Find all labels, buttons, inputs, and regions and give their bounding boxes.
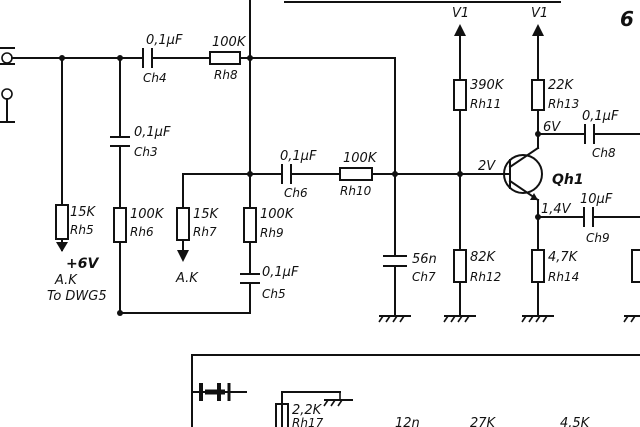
- ch9-ref: Ch9: [586, 231, 610, 245]
- page-number: 6: [620, 7, 634, 31]
- rh5-value: 15K: [70, 205, 97, 220]
- ak-left-label: A.K: [54, 273, 78, 288]
- resistor-rh14: [531, 249, 545, 283]
- rh9-ref: Rh9: [260, 226, 284, 240]
- emitter-voltage: 1,4V: [541, 202, 572, 217]
- rh6-value: 100K: [130, 207, 165, 222]
- qh1-ref: Qh1: [552, 172, 584, 188]
- rh8-ref: Rh8: [214, 68, 238, 82]
- junction-dot: [117, 310, 123, 316]
- rh5-ref: Rh5: [70, 223, 94, 237]
- resistor-rh17: [275, 403, 289, 427]
- ch7-ref: Ch7: [412, 270, 436, 284]
- rh5-voltage-note: +6V: [66, 256, 99, 272]
- rh11-ref: Rh11: [470, 97, 501, 111]
- rh6-ref: Rh6: [130, 225, 154, 239]
- capacitor-ch7: [383, 255, 407, 267]
- supply-arrow-icon: [532, 24, 544, 81]
- to-dwg-label: To DWG5: [47, 289, 107, 304]
- arrow-icon: [56, 242, 68, 252]
- bottom-partial-label: 27K: [470, 416, 497, 427]
- rh7-value: 15K: [193, 207, 220, 222]
- ch6-ref: Ch6: [284, 186, 308, 200]
- rh17-ref: Rh17: [292, 416, 324, 427]
- ground-icon: [443, 315, 476, 323]
- rh7-ref: Rh7: [193, 225, 217, 239]
- resistor-rh7: [176, 207, 190, 241]
- rh17-value: 2,2K: [292, 403, 323, 418]
- resistor-rh8: [209, 51, 241, 65]
- rh13-ref: Rh13: [548, 97, 579, 111]
- capacitor-ch8: [584, 124, 595, 144]
- capacitor-ch5: [240, 273, 260, 284]
- supply-v1-left: V1: [452, 6, 469, 21]
- capacitor-ch3: [110, 136, 130, 147]
- ground-icon: [378, 315, 411, 323]
- ch5-value: 0,1µF: [262, 265, 299, 280]
- ground-icon: [521, 315, 554, 323]
- ch5-ref: Ch5: [262, 287, 286, 301]
- bottom-partial-label: 4,5K: [560, 416, 591, 427]
- resistor-rh6: [113, 207, 127, 243]
- capacitor-ch6: [281, 164, 292, 184]
- collector-voltage: 6V: [543, 120, 561, 135]
- ak-mid-label: A.K: [175, 271, 199, 286]
- resistor-rh13: [531, 79, 545, 111]
- ch4-ref: Ch4: [143, 71, 167, 85]
- transistor-qh1: [503, 146, 543, 202]
- ch9-value: 10µF: [580, 192, 613, 207]
- resistor-rh11: [453, 79, 467, 111]
- ch3-ref: Ch3: [134, 145, 158, 159]
- rh9-value: 100K: [260, 207, 295, 222]
- resistor-partial-right: [631, 249, 640, 283]
- ch4-value: 0,1µF: [146, 33, 183, 48]
- base-voltage: 2V: [478, 159, 496, 174]
- ch7-value: 56n: [412, 252, 437, 267]
- resistor-rh9: [243, 207, 257, 243]
- input-terminals: [0, 47, 15, 123]
- resistor-rh12: [453, 249, 467, 283]
- rh10-value: 100K: [343, 151, 378, 166]
- rh13-value: 22K: [548, 78, 575, 93]
- capacitor-ch9: [583, 207, 594, 227]
- rh12-ref: Rh12: [470, 270, 501, 284]
- rh12-value: 82K: [470, 250, 497, 265]
- ch3-value: 0,1µF: [134, 125, 171, 140]
- arrow-icon: [177, 250, 189, 262]
- ch8-ref: Ch8: [592, 146, 616, 160]
- rh11-value: 390K: [470, 78, 505, 93]
- resistor-rh5: [55, 204, 69, 240]
- ground-icon: [323, 392, 353, 407]
- ch8-value: 0,1µF: [582, 109, 619, 124]
- rh14-ref: Rh14: [548, 270, 579, 284]
- dual-capacitor-icon: [191, 383, 247, 401]
- rh10-ref: Rh10: [340, 184, 372, 198]
- supply-arrow-icon: [454, 24, 466, 81]
- rh14-value: 4,7K: [548, 250, 579, 265]
- capacitor-ch4: [142, 48, 153, 68]
- resistor-rh10: [339, 167, 373, 181]
- supply-v1-right: V1: [531, 6, 548, 21]
- ch6-value: 0,1µF: [280, 149, 317, 164]
- ground-icon: [623, 315, 640, 323]
- bottom-partial-label: 12n: [395, 416, 420, 427]
- rh8-value: 100K: [212, 35, 247, 50]
